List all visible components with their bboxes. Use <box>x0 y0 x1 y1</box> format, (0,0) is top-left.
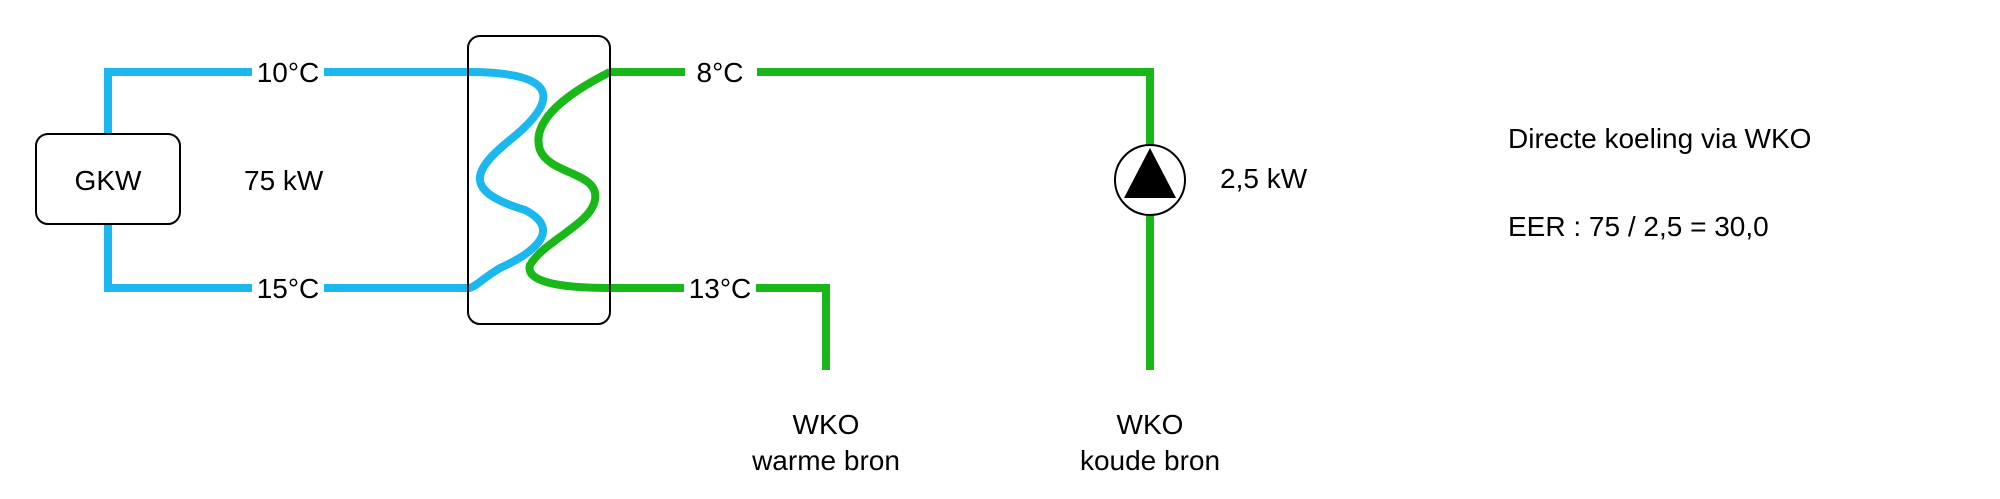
secondary-loop <box>525 68 1154 370</box>
secondary-return-pipe <box>610 284 830 370</box>
primary-supply-temp: 10°C <box>257 57 320 88</box>
cold-source-subtitle: koude bron <box>1080 445 1220 476</box>
gkw-label: GKW <box>75 165 142 196</box>
label-mask-secondary-return <box>684 270 756 306</box>
primary-loop <box>104 68 548 292</box>
label-mask-secondary-supply <box>685 54 757 90</box>
pump-triangle <box>1124 148 1176 198</box>
eer-formula: EER : 75 / 2,5 = 30,0 <box>1508 211 1769 242</box>
primary-return-pipe <box>104 222 468 292</box>
warm-source-title: WKO <box>793 409 860 440</box>
primary-supply-pipe <box>104 68 468 136</box>
pump-icon <box>1114 144 1186 216</box>
warm-source-subtitle: warme bron <box>751 445 900 476</box>
primary-coil <box>467 68 548 292</box>
label-mask-primary-return <box>252 270 324 306</box>
secondary-supply-pipe <box>610 68 1154 144</box>
info-title: Directe koeling via WKO <box>1508 123 1811 154</box>
cold-source-title: WKO <box>1117 409 1184 440</box>
primary-capacity: 75 kW <box>244 165 324 196</box>
pump-power: 2,5 kW <box>1220 163 1308 194</box>
gkw-unit: GKW <box>35 133 181 225</box>
secondary-return-temp: 13°C <box>689 273 752 304</box>
primary-return-temp: 15°C <box>257 273 320 304</box>
secondary-supply-temp: 8°C <box>697 57 744 88</box>
label-mask-primary-supply <box>252 54 324 90</box>
gkw-box <box>35 133 181 225</box>
heat-exchanger <box>467 35 611 325</box>
secondary-coil <box>525 68 612 292</box>
